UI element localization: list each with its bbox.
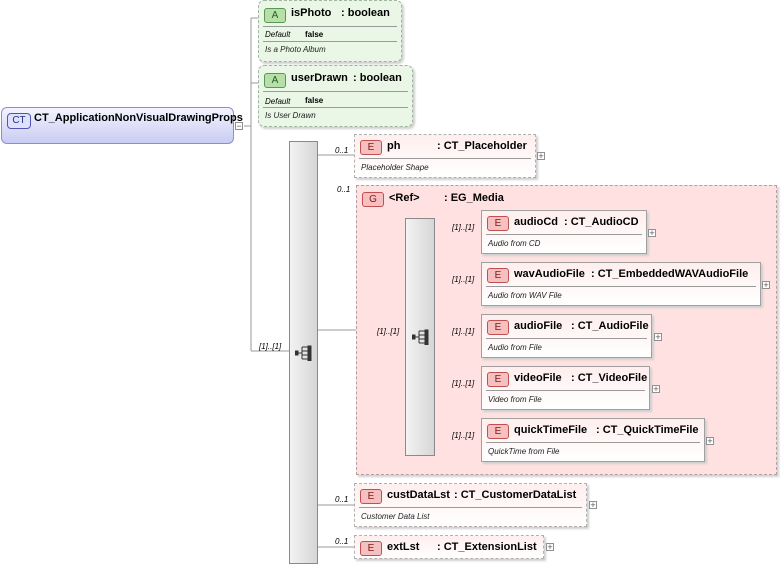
attribute-type: : boolean — [341, 7, 390, 19]
element-icon: E — [487, 268, 509, 283]
element-icon: E — [487, 216, 509, 231]
element-icon: E — [487, 424, 509, 439]
element-type: : CT_Placeholder — [437, 140, 527, 152]
default-value: false — [305, 30, 324, 39]
element-type: : CT_AudioFile — [571, 320, 649, 332]
attribute-icon: A — [264, 73, 286, 88]
complex-type-box[interactable]: CT CT_ApplicationNonVisualDrawingProps — [1, 107, 243, 144]
element-name: wavAudioFile — [514, 268, 585, 280]
custdatalst-cardinality: 0..1 — [335, 495, 349, 504]
element-type: : CT_ExtensionList — [437, 541, 537, 553]
attribute-userdrawn[interactable]: A userDrawn : boolean Default false Is U… — [258, 65, 413, 127]
audiocd-cardinality: [1]..[1] — [452, 223, 475, 232]
element-icon: E — [360, 489, 382, 504]
expand-icon[interactable]: + — [589, 500, 597, 510]
element-type: : CT_AudioCD — [564, 216, 639, 228]
expand-icon[interactable]: + — [762, 280, 770, 290]
element-doc: QuickTime from File — [488, 447, 560, 456]
expand-icon[interactable]: + — [648, 228, 656, 238]
choice-cardinality: [1]..[1] — [377, 327, 400, 336]
expand-icon[interactable]: + — [546, 542, 554, 552]
expand-icon[interactable]: + — [537, 151, 545, 161]
extlst-cardinality: 0..1 — [335, 537, 349, 546]
element-type: : CT_EmbeddedWAVAudioFile — [591, 268, 749, 280]
videofile-cardinality: [1]..[1] — [452, 379, 475, 388]
element-audiofile[interactable]: E audioFile : CT_AudioFile Audio from Fi… — [481, 314, 652, 358]
element-icon: E — [487, 372, 509, 387]
attribute-type: : boolean — [353, 72, 402, 84]
element-ph[interactable]: E ph : CT_Placeholder Placeholder Shape — [354, 134, 536, 178]
group-cardinality: 0..1 — [337, 185, 351, 194]
element-audiocd[interactable]: E audioCd : CT_AudioCD Audio from CD — [481, 210, 647, 254]
element-doc: Audio from File — [488, 343, 542, 352]
expand-icon[interactable]: + — [654, 332, 662, 342]
element-icon: E — [360, 140, 382, 155]
element-type: : CT_VideoFile — [571, 372, 648, 384]
attribute-isphoto[interactable]: A isPhoto : boolean Default false Is a P… — [258, 0, 402, 62]
element-extlst[interactable]: E extLst : CT_ExtensionList — [354, 535, 544, 559]
element-videofile[interactable]: E videoFile : CT_VideoFile Video from Fi… — [481, 366, 650, 410]
collapse-icon[interactable]: − — [235, 121, 243, 131]
default-label: Default — [265, 30, 291, 39]
element-name: extLst — [387, 541, 420, 553]
attribute-icon: A — [264, 8, 286, 23]
choice-icon — [412, 329, 429, 345]
attribute-doc: Is User Drawn — [265, 111, 316, 120]
default-label: Default — [265, 97, 291, 106]
element-name: audioFile — [514, 320, 563, 332]
element-custdatalst[interactable]: E custDataLst : CT_CustomerDataList Cust… — [354, 483, 587, 527]
element-icon: E — [360, 541, 382, 556]
attribute-name: userDrawn — [291, 72, 348, 84]
element-name: videoFile — [514, 372, 562, 384]
element-quicktimefile[interactable]: E quickTimeFile : CT_QuickTimeFile Quick… — [481, 418, 705, 462]
element-doc: Audio from WAV File — [488, 291, 562, 300]
choice-compositor[interactable] — [405, 218, 435, 456]
element-doc: Placeholder Shape — [361, 163, 429, 172]
element-doc: Video from File — [488, 395, 542, 404]
attribute-name: isPhoto — [291, 7, 332, 19]
element-name: quickTimeFile — [514, 424, 588, 436]
sequence-icon — [295, 345, 312, 361]
ph-cardinality: 0..1 — [335, 146, 349, 155]
element-name: audioCd — [514, 216, 558, 228]
complex-type-icon: CT — [7, 113, 31, 129]
expand-icon[interactable]: + — [652, 384, 660, 394]
expand-icon[interactable]: + — [706, 436, 714, 446]
element-type: : CT_QuickTimeFile — [596, 424, 699, 436]
sequence-cardinality: [1]..[1] — [259, 342, 282, 351]
group-ref-name: <Ref> — [389, 192, 420, 204]
group-type: : EG_Media — [444, 192, 504, 204]
element-name: ph — [387, 140, 401, 152]
element-icon: E — [487, 320, 509, 335]
element-name: custDataLst — [387, 489, 450, 501]
group-icon: G — [362, 192, 384, 207]
attribute-doc: Is a Photo Album — [265, 45, 326, 54]
wavaudiofile-cardinality: [1]..[1] — [452, 275, 475, 284]
element-doc: Customer Data List — [361, 512, 430, 521]
element-type: : CT_CustomerDataList — [454, 489, 577, 501]
quicktimefile-cardinality: [1]..[1] — [452, 431, 475, 440]
default-value: false — [305, 96, 324, 105]
element-wavaudiofile[interactable]: E wavAudioFile : CT_EmbeddedWAVAudioFile… — [481, 262, 761, 306]
complex-type-name: CT_ApplicationNonVisualDrawingProps — [34, 112, 243, 124]
element-doc: Audio from CD — [488, 239, 541, 248]
audiofile-cardinality: [1]..[1] — [452, 327, 475, 336]
sequence-compositor[interactable] — [289, 141, 318, 564]
